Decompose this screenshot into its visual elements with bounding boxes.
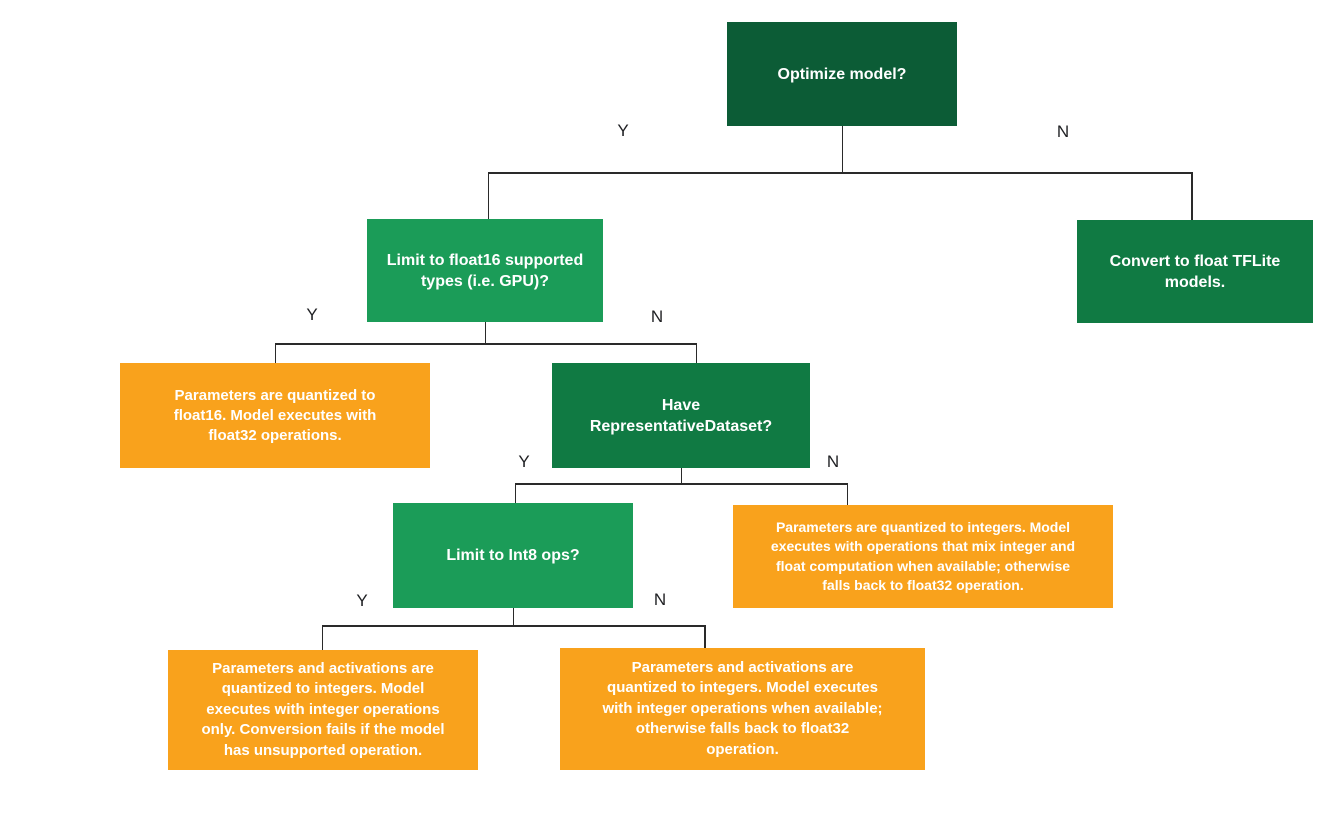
connector-line [512, 608, 514, 626]
connector-line [695, 343, 697, 363]
branch-label-yes: Y [617, 121, 629, 140]
connector-line [487, 172, 489, 219]
connector-line [488, 172, 1193, 174]
node-integer-only-result: Parameters and activations are quantized… [168, 650, 478, 770]
connector-line [680, 468, 682, 484]
branch-label-yes: Y [356, 591, 368, 610]
node-limit-int8: Limit to Int8 ops? [393, 503, 633, 608]
branch-label-no: N [826, 452, 840, 471]
branch-label-yes: Y [518, 452, 530, 471]
node-convert-float-tflite: Convert to float TFLite models. [1077, 220, 1313, 323]
connector-line [515, 483, 848, 485]
connector-line [274, 343, 276, 363]
node-float16-result: Parameters are quantized to float16. Mod… [120, 363, 430, 468]
connector-line [321, 625, 323, 650]
connector-line [1191, 172, 1193, 220]
connector-line [275, 343, 697, 345]
connector-line [841, 126, 843, 173]
connector-line [514, 483, 516, 503]
node-have-representative-dataset: Have RepresentativeDataset? [552, 363, 810, 468]
connector-line [846, 483, 848, 505]
node-limit-float16: Limit to float16 supported types (i.e. G… [367, 219, 603, 322]
branch-label-no: N [653, 590, 667, 609]
node-integer-fallback-result: Parameters and activations are quantized… [560, 648, 925, 770]
node-mixed-int-float-result: Parameters are quantized to integers. Mo… [733, 505, 1113, 608]
branch-label-yes: Y [306, 305, 318, 324]
branch-label-no: N [650, 307, 664, 326]
connector-line [704, 625, 706, 648]
connector-line [484, 322, 486, 344]
node-optimize-model: Optimize model? [727, 22, 957, 126]
connector-line [322, 625, 706, 627]
branch-label-no: N [1056, 122, 1070, 141]
